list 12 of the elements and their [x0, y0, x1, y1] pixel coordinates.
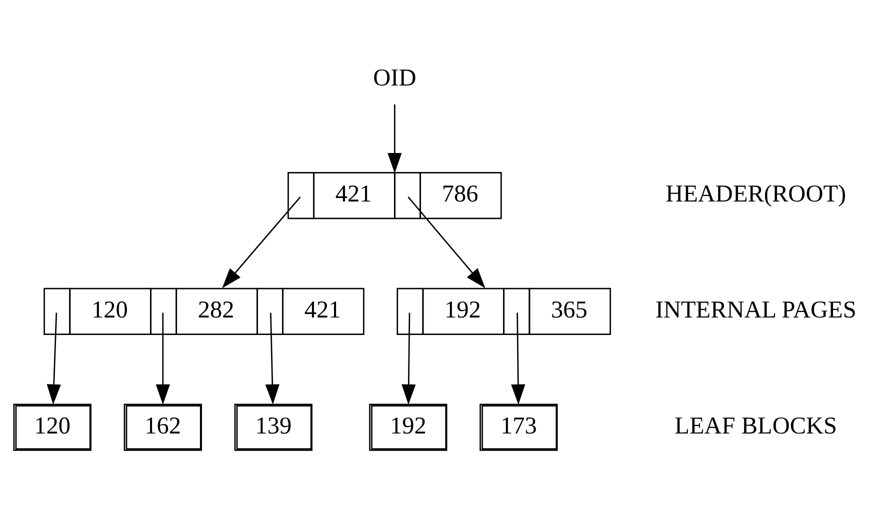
arrow: [46, 312, 61, 404]
arrow: [222, 196, 301, 288]
arrow: [402, 312, 416, 404]
arrow: [408, 196, 486, 288]
arrow: [265, 312, 280, 404]
arrow: [388, 104, 402, 173]
arrow: [511, 312, 526, 404]
label: LEAF BLOCKS: [674, 412, 838, 439]
label: INTERNAL PAGES: [655, 296, 856, 323]
label: HEADER(ROOT): [666, 180, 846, 207]
arrow: [156, 312, 170, 404]
node-text: OID: [373, 64, 416, 92]
